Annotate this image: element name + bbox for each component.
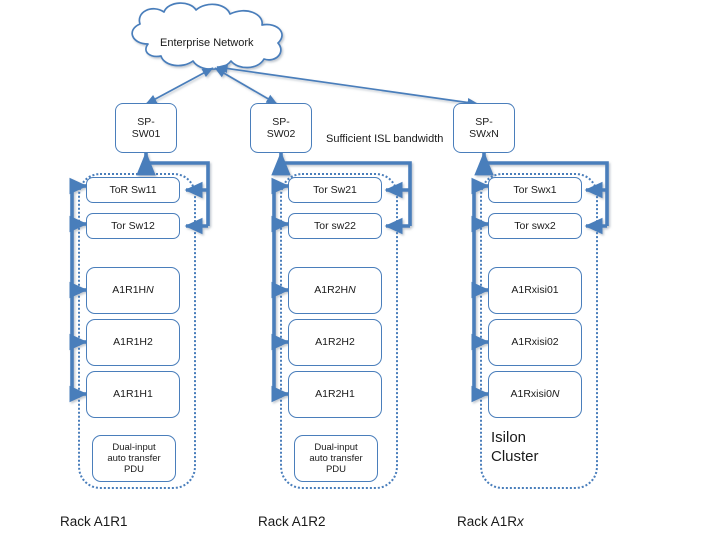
rack-a1rx-label-italic: x <box>517 514 524 529</box>
isilon-cluster-label: Isilon Cluster <box>491 429 539 467</box>
rack-label-a1rx: Rack A1Rx <box>457 514 524 529</box>
rack-a1r2-pdu-line1: Dual-input <box>314 441 358 453</box>
rack-a1r2-host-3[interactable]: A1R2H1 <box>288 371 382 418</box>
rack-a1r1-host-3[interactable]: A1R1H1 <box>86 371 180 418</box>
rack-a1r1-tor-switch-1[interactable]: ToR Sw11 <box>86 177 180 203</box>
enterprise-network-cloud <box>131 2 283 71</box>
rack-a1rx-tor-switch-2[interactable]: Tor swx2 <box>488 213 582 239</box>
spine-sw01-line1: SP- <box>137 115 155 128</box>
rack-a1rx-host-1[interactable]: A1Rxisi01 <box>488 267 582 314</box>
isilon-cluster-line1: Isilon <box>491 429 527 446</box>
spine-switch-sp-sw01[interactable]: SP- SW01 <box>115 103 177 153</box>
rack-a1r2-label-prefix: Rack A1R2 <box>258 514 326 529</box>
rack-a1r2-tor-switch-2[interactable]: Tor sw22 <box>288 213 382 239</box>
rack-a1rx-label-prefix: Rack A1R <box>457 514 518 529</box>
spine-swxn-line1: SP- <box>475 115 493 128</box>
rack-a1rx-tor-switch-1[interactable]: Tor Swx1 <box>488 177 582 203</box>
cloud-to-spine-links <box>145 63 479 108</box>
rack-a1r1-uplinks <box>136 151 210 235</box>
rack-a1rx-host3-prefix: A1Rxisi0 <box>510 388 552 401</box>
rack-a1r1-tor1-label: ToR Sw11 <box>109 183 157 196</box>
rack-a1rx-host1-prefix: A1Rxisi01 <box>511 284 559 297</box>
rack-a1r2-tor2-label: Tor sw22 <box>313 219 356 232</box>
rack-a1rx-tor2-label: Tor swx2 <box>514 219 556 232</box>
rack-a1r1-tor2-label: Tor Sw12 <box>111 219 155 232</box>
rack-a1rx-host-2[interactable]: A1Rxisi02 <box>488 319 582 366</box>
rack-outline-a1r2 <box>280 173 398 489</box>
spine-switch-sp-swxn[interactable]: SP- SWxN <box>453 103 515 153</box>
spine-sw01-line2: SW01 <box>131 128 161 140</box>
rack-a1r1-host1-italic: N <box>146 284 154 297</box>
link-cloud-swxn <box>216 63 479 108</box>
rack-outline-a1rx <box>480 173 598 489</box>
rack-a1r2-host2-prefix: A1R2H2 <box>315 336 355 349</box>
rack-a1r2-host3-prefix: A1R2H1 <box>315 388 355 401</box>
rack-a1r1-label-prefix: Rack A1R1 <box>60 514 128 529</box>
spine-sw02-line2: SW02 <box>266 128 296 140</box>
rack-a1r1-pdu-line1: Dual-input <box>112 441 156 453</box>
rack-a1r2-host1-italic: N <box>348 284 356 297</box>
isl-bandwidth-label: Sufficient ISL bandwidth <box>326 133 444 145</box>
rack-a1r1-pdu[interactable]: Dual-input auto transfer PDU <box>92 435 176 482</box>
rack-a1rx-host2-prefix: A1Rxisi02 <box>511 336 559 349</box>
rack-a1r2-pdu-line3: PDU <box>325 464 347 476</box>
rack-a1r2-tor1-label: Tor Sw21 <box>313 183 357 196</box>
rack-a1rx-host-3[interactable]: A1Rxisi0N <box>488 371 582 418</box>
rack-label-a1r2: Rack A1R2 <box>258 514 326 529</box>
rack-a1r1-host-1[interactable]: A1R1HN <box>86 267 180 314</box>
rack-a1r1-host1-prefix: A1R1H <box>112 284 147 297</box>
rack-a1r2-host-1[interactable]: A1R2HN <box>288 267 382 314</box>
rack-a1r2-tor-switch-1[interactable]: Tor Sw21 <box>288 177 382 203</box>
rack-a1r1-host-2[interactable]: A1R1H2 <box>86 319 180 366</box>
rack-a1r1-host3-prefix: A1R1H1 <box>113 388 153 401</box>
rack-label-a1r1: Rack A1R1 <box>60 514 128 529</box>
spine-swxn-line2: SW <box>469 128 487 140</box>
rack-a1rx-host3-italic: N <box>551 388 560 401</box>
spine-switch-sp-sw02[interactable]: SP- SW02 <box>250 103 312 153</box>
spine-swxn-line2-italic: x <box>486 128 492 140</box>
enterprise-network-label: Enterprise Network <box>160 37 254 49</box>
rack-a1r1-pdu-line2: auto transfer <box>107 452 161 464</box>
rack-a1r2-host-2[interactable]: A1R2H2 <box>288 319 382 366</box>
rack-a1rx-tor1-label: Tor Swx1 <box>513 183 557 196</box>
rack-a1r2-host1-prefix: A1R2H <box>314 284 349 297</box>
spine-sw02-line1: SP- <box>272 115 290 128</box>
rack-a1r1-host2-prefix: A1R1H2 <box>113 336 153 349</box>
isilon-cluster-line2: Cluster <box>491 447 539 465</box>
rack-a1r1-pdu-line3: PDU <box>123 464 145 476</box>
rack-a1r1-tor-switch-2[interactable]: Tor Sw12 <box>86 213 180 239</box>
rack-a1r2-pdu[interactable]: Dual-input auto transfer PDU <box>294 435 378 482</box>
rack-a1r2-pdu-line2: auto transfer <box>309 452 363 464</box>
spine-swxn-line2-tail: N <box>491 128 499 140</box>
link-cloud-sw01 <box>145 67 214 105</box>
